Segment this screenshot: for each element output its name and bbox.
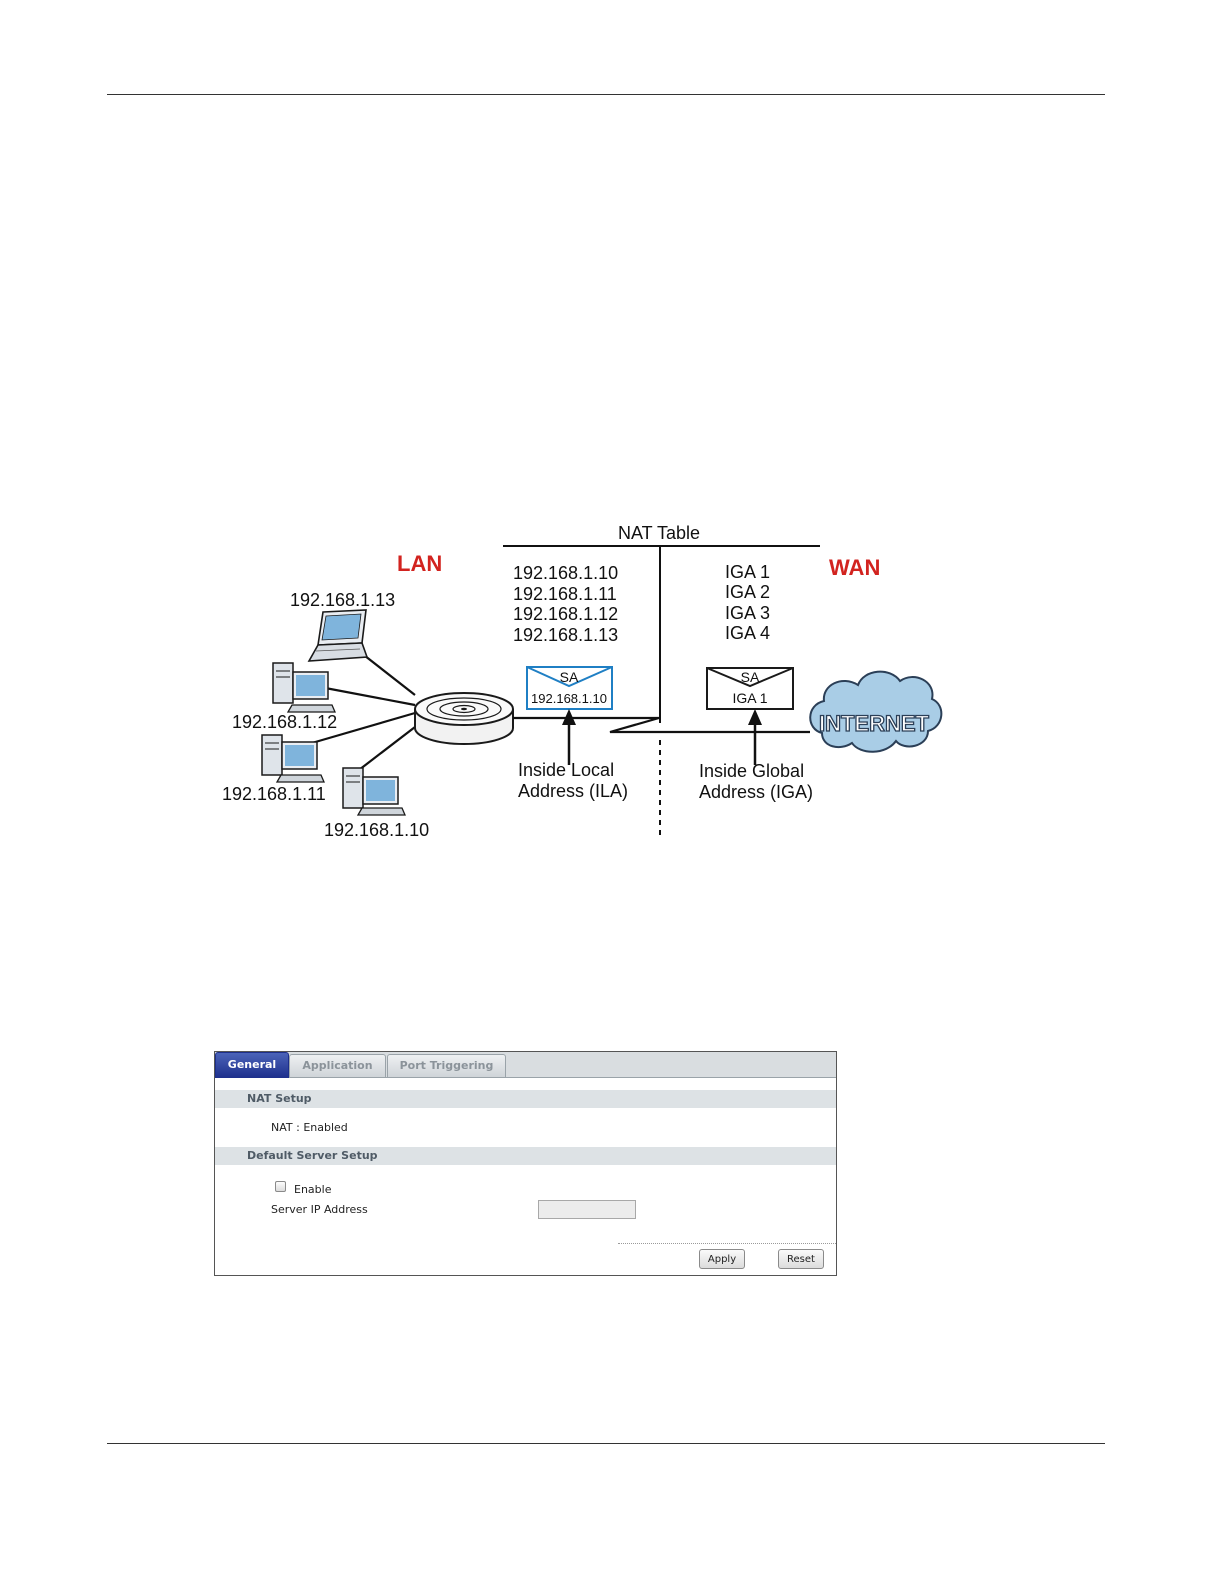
global-address-3: IGA 3 xyxy=(725,603,770,623)
nat-diagram: LAN WAN NAT Table 192.168.1.10 192.168.1… xyxy=(210,515,950,845)
nat-table-title: NAT Table xyxy=(618,523,700,543)
tab-bar: General Application Port Triggering xyxy=(215,1052,836,1078)
pc-12-address: 192.168.1.12 xyxy=(232,712,337,732)
apply-button[interactable]: Apply xyxy=(699,1249,745,1269)
pc-10-address: 192.168.1.10 xyxy=(324,820,429,840)
tab-general[interactable]: General xyxy=(215,1052,289,1078)
tab-application[interactable]: Application xyxy=(289,1054,386,1077)
default-server-header: Default Server Setup xyxy=(215,1147,836,1165)
laptop-address: 192.168.1.13 xyxy=(290,590,395,610)
wan-label: WAN xyxy=(829,555,880,580)
local-address-3: 192.168.1.12 xyxy=(513,604,618,624)
global-address-4: IGA 4 xyxy=(725,623,770,643)
tab-port-triggering[interactable]: Port Triggering xyxy=(387,1054,506,1077)
packet-left-header: SA xyxy=(560,669,579,685)
local-address-2: 192.168.1.11 xyxy=(513,584,617,604)
internet-label: INTERNET xyxy=(819,711,930,736)
global-address-1: IGA 1 xyxy=(725,562,770,582)
server-ip-input[interactable] xyxy=(538,1200,636,1219)
footer-rule xyxy=(107,1443,1105,1444)
iga-label-line1: Inside Global xyxy=(699,761,804,781)
reset-button[interactable]: Reset xyxy=(778,1249,824,1269)
nat-setup-header: NAT Setup xyxy=(215,1090,836,1108)
header-rule xyxy=(107,94,1105,95)
global-address-2: IGA 2 xyxy=(725,582,770,602)
ila-label-line2: Address (ILA) xyxy=(518,781,628,801)
packet-right-address: IGA 1 xyxy=(732,690,767,706)
enable-label: Enable xyxy=(294,1183,331,1196)
packet-right-header: SA xyxy=(741,669,760,685)
server-ip-label: Server IP Address xyxy=(271,1203,368,1216)
local-address-1: 192.168.1.10 xyxy=(513,563,618,583)
pc-11-address: 192.168.1.11 xyxy=(222,784,326,804)
enable-checkbox[interactable] xyxy=(275,1181,286,1192)
desktop-icon xyxy=(262,735,324,782)
desktop-icon xyxy=(343,768,405,815)
router-icon xyxy=(415,693,513,744)
packet-left-address: 192.168.1.10 xyxy=(531,691,607,706)
desktop-icon xyxy=(273,663,335,712)
nat-settings-panel: General Application Port Triggering NAT … xyxy=(214,1051,837,1276)
iga-label-line2: Address (IGA) xyxy=(699,782,813,802)
nat-status: NAT : Enabled xyxy=(271,1121,348,1134)
ila-label-line1: Inside Local xyxy=(518,760,614,780)
iga-arrow xyxy=(748,709,762,765)
lan-label: LAN xyxy=(397,551,442,576)
wan-link xyxy=(513,718,810,732)
button-divider xyxy=(618,1243,836,1244)
local-address-4: 192.168.1.13 xyxy=(513,625,618,645)
laptop-icon xyxy=(309,610,367,661)
